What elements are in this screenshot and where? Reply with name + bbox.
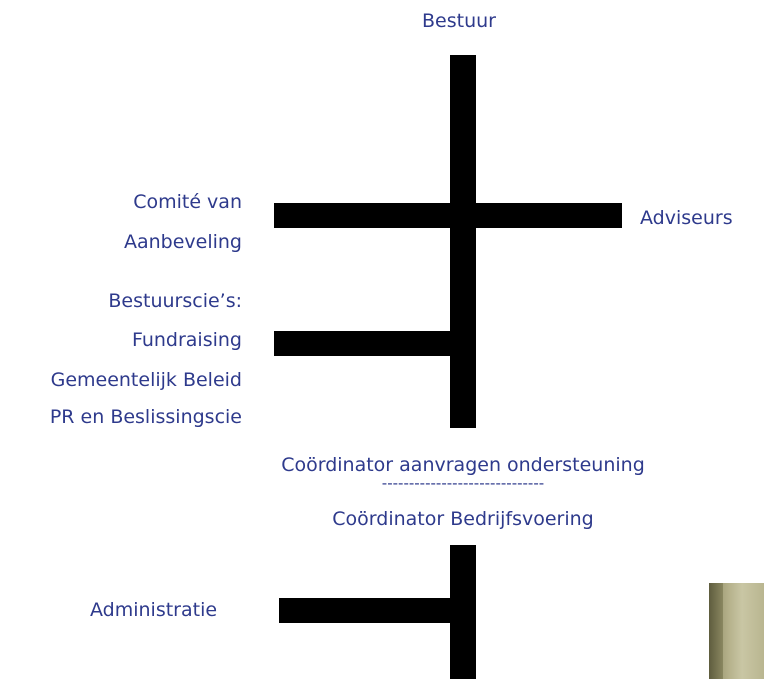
branch-line-administratie	[279, 598, 461, 623]
node-bestuurscie-gemeentelijk-beleid: Gemeentelijk Beleid	[50, 369, 242, 391]
node-bestuurscie-fundraising: Fundraising	[131, 329, 242, 351]
node-comite-line-2: Aanbeveling	[123, 231, 242, 253]
node-coordinator-bedrijfsvoering: Coördinator Bedrijfsvoering	[332, 508, 594, 530]
node-adviseurs: Adviseurs	[640, 207, 733, 229]
branch-line-bestuurscies	[274, 331, 460, 356]
node-coordinator-aanvragen: Coördinator aanvragen ondersteuning	[281, 454, 645, 476]
branch-line-comite-adviseurs	[274, 203, 622, 228]
photo-shadow-edge	[709, 583, 723, 679]
node-bestuur: Bestuur	[422, 10, 496, 32]
vertical-trunk-upper	[450, 55, 476, 428]
node-administratie: Administratie	[90, 599, 218, 621]
node-bestuurscie-pr: PR en Beslissingscie	[49, 406, 242, 428]
node-bestuurscies-title: Bestuurscie’s:	[108, 290, 242, 312]
node-comite-line-1: Comité van	[133, 191, 242, 213]
coordinator-separator: ------------------------------	[381, 474, 545, 492]
